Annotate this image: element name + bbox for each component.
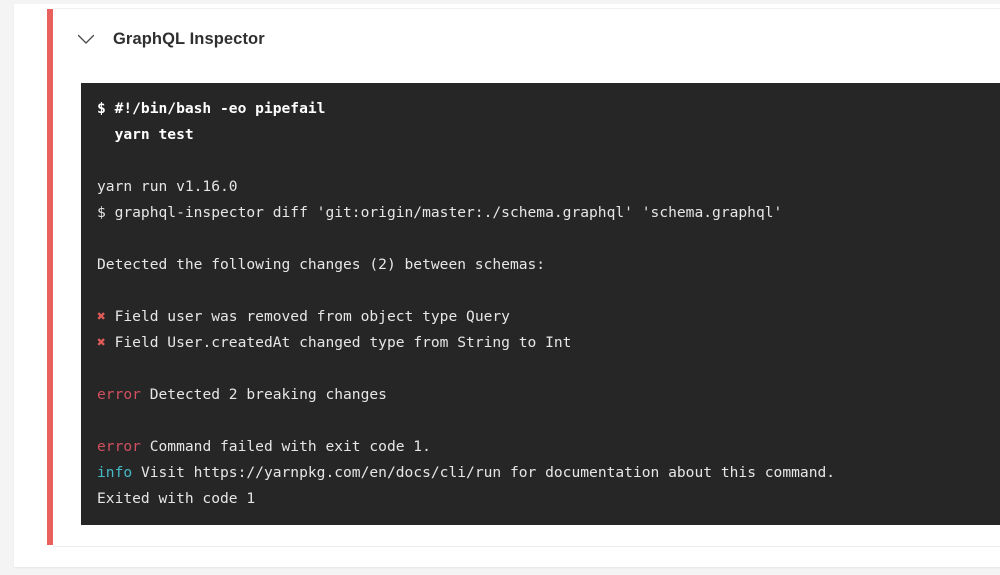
build-job-card: GraphQL Inspector $ #!/bin/bash -eo pipe… bbox=[14, 4, 1000, 567]
terminal-line: ✖ Field User.createdAt changed type from… bbox=[97, 330, 1000, 356]
terminal-line-text: Command failed with exit code 1. bbox=[140, 438, 431, 455]
terminal-line: error Command failed with exit code 1. bbox=[97, 434, 1000, 460]
terminal-line: yarn test bbox=[97, 126, 194, 143]
log-info-label: info bbox=[97, 464, 133, 481]
terminal-line-text: Visit https://yarnpkg.com/en/docs/cli/ru… bbox=[132, 464, 836, 481]
job-header[interactable]: GraphQL Inspector bbox=[69, 18, 269, 60]
terminal-line: ✖ Field user was removed from object typ… bbox=[97, 304, 1000, 330]
terminal-line bbox=[97, 356, 1000, 382]
job-log-terminal[interactable]: $ #!/bin/bash -eo pipefail yarn test yar… bbox=[81, 83, 1000, 525]
chevron-down-icon[interactable] bbox=[73, 26, 99, 52]
terminal-line bbox=[97, 148, 1000, 174]
log-error-label: error bbox=[97, 386, 141, 403]
terminal-line-text: Detected 2 breaking changes bbox=[140, 386, 387, 403]
terminal-line bbox=[97, 226, 1000, 252]
card-top-divider bbox=[53, 8, 1000, 9]
terminal-line-text: Field user was removed from object type … bbox=[105, 308, 510, 325]
breaking-change-cross-icon: ✖ bbox=[97, 334, 106, 351]
terminal-line: Exited with code 1 bbox=[97, 490, 256, 507]
job-bottom-divider bbox=[53, 546, 1000, 547]
terminal-line bbox=[97, 408, 1000, 434]
terminal-line-text: Field User.createdAt changed type from S… bbox=[105, 334, 572, 351]
terminal-line: error Detected 2 breaking changes bbox=[97, 382, 1000, 408]
terminal-line: info Visit https://yarnpkg.com/en/docs/c… bbox=[97, 460, 1000, 486]
log-error-label: error bbox=[97, 438, 141, 455]
terminal-line bbox=[97, 278, 1000, 304]
terminal-line: $ #!/bin/bash -eo pipefail bbox=[97, 100, 326, 117]
terminal-line: yarn run v1.16.0 bbox=[97, 178, 238, 195]
terminal-line: Detected the following changes (2) betwe… bbox=[97, 256, 546, 273]
terminal-line: $ graphql-inspector diff 'git:origin/mas… bbox=[97, 204, 783, 221]
job-title: GraphQL Inspector bbox=[113, 29, 265, 48]
breaking-change-cross-icon: ✖ bbox=[97, 308, 106, 325]
terminal-output: $ #!/bin/bash -eo pipefail yarn test yar… bbox=[97, 96, 1000, 512]
job-status-rail bbox=[47, 9, 53, 545]
